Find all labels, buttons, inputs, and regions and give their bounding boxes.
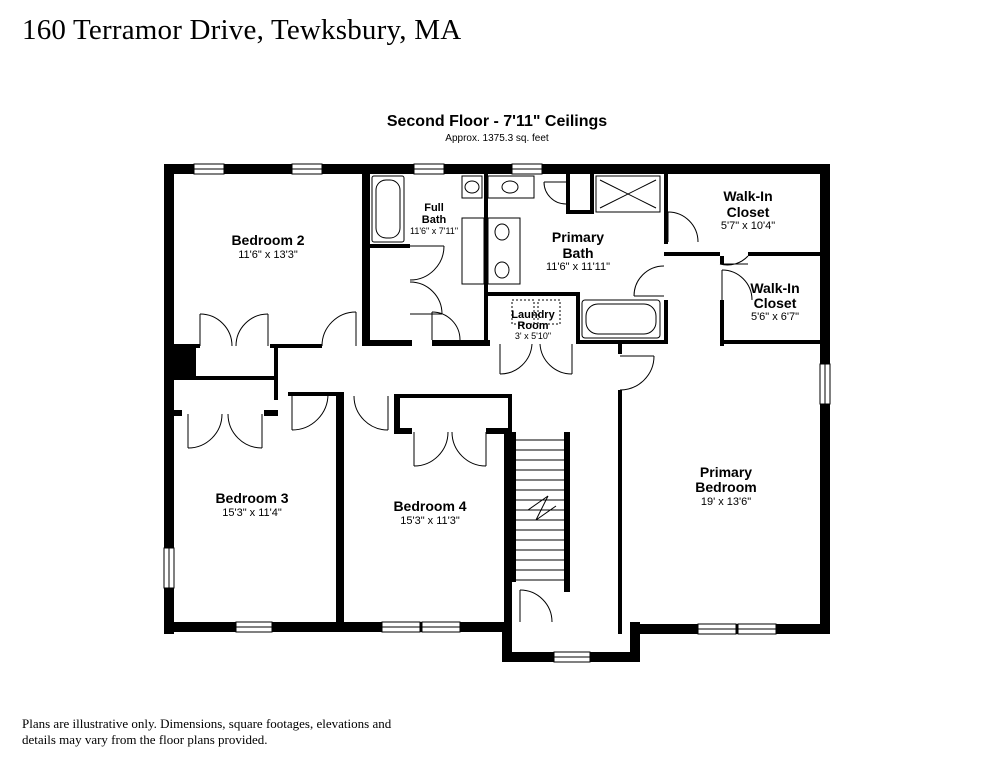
room-primarybath-name-2: Bath (562, 245, 593, 261)
stairs (516, 439, 564, 581)
room-walkin1-name-1: Walk-In (723, 188, 772, 204)
walls (164, 164, 830, 662)
room-walkin1-name-2: Closet (727, 204, 770, 220)
room-bedroom2-dims: 11'6" x 13'3" (238, 249, 298, 261)
room-laundry-name-2: Room (517, 320, 548, 332)
floor-area: Approx. 1375.3 sq. feet (445, 133, 549, 144)
room-walkin1-dims: 5'7" x 10'4" (721, 220, 775, 232)
room-laundry-name-1: Laundry (511, 309, 555, 321)
room-bedroom2-name: Bedroom 2 (231, 232, 304, 248)
room-labels: Bedroom 2 11'6" x 13'3" Full Bath 11'6" … (215, 188, 799, 527)
room-bedroom3-dims: 15'3" x 11'4" (222, 507, 282, 519)
room-fullbath-dims: 11'6" x 7'11" (410, 226, 458, 236)
room-bedroom4-name: Bedroom 4 (393, 498, 466, 514)
room-bedroom4-dims: 15'3" x 11'3" (400, 515, 460, 527)
room-primarybath-dims: 11'6" x 11'11" (546, 261, 610, 273)
room-primarybedroom-name-1: Primary (700, 464, 752, 480)
fixtures (371, 175, 661, 339)
room-fullbath-name-1: Full (424, 202, 444, 214)
room-laundry-dims: 3' x 5'10" (515, 331, 551, 341)
room-bedroom3-name: Bedroom 3 (215, 490, 288, 506)
room-fullbath-name-2: Bath (422, 214, 447, 226)
windows (163, 163, 831, 663)
property-address: 160 Terramor Drive, Tewksbury, MA (22, 14, 462, 46)
room-primarybedroom-dims: 19' x 13'6" (701, 496, 751, 508)
room-walkin2-dims: 5'6" x 6'7" (751, 311, 799, 323)
room-primarybedroom-name-2: Bedroom (695, 479, 756, 495)
room-walkin2-name-1: Walk-In (750, 280, 799, 296)
disclaimer: Plans are illustrative only. Dimensions,… (22, 716, 392, 747)
doors (187, 181, 753, 623)
floor-title: Second Floor - 7'11" Ceilings (386, 113, 608, 130)
room-walkin2-name-2: Closet (754, 295, 797, 311)
room-primarybath-name-1: Primary (552, 229, 604, 245)
